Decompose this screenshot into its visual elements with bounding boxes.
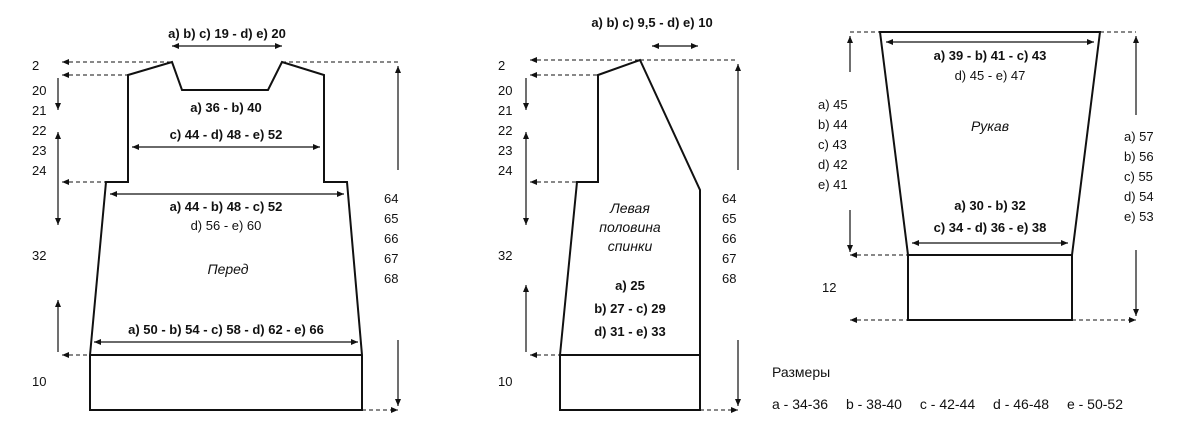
sleeve-left-e: e) 41 <box>818 177 848 192</box>
front-left-2: 2 <box>32 58 39 73</box>
back-title-2: половина <box>599 219 661 235</box>
back-width-bc: b) 27 - c) 29 <box>594 301 666 316</box>
front-shoulder-label-2: c) 44 - d) 48 - e) 52 <box>170 127 283 142</box>
back-width-de: d) 31 - e) 33 <box>594 324 666 339</box>
size-legend-item: a - 34-36 <box>772 396 829 412</box>
sleeve-right-c: c) 55 <box>1124 169 1153 184</box>
front-title: Перед <box>207 261 248 277</box>
front-left-22: 22 <box>32 123 46 138</box>
sleeve-bottom-label-2: c) 34 - d) 36 - e) 38 <box>934 220 1047 235</box>
front-hem-label: a) 50 - b) 54 - c) 58 - d) 62 - e) 66 <box>128 322 324 337</box>
front-piece: a) b) c) 19 - d) e) 20 a) 36 - b) 40 c) … <box>32 26 401 413</box>
back-right-67: 67 <box>722 251 736 266</box>
front-right-68: 68 <box>384 271 398 286</box>
back-left-2: 2 <box>498 58 505 73</box>
sleeve-left-b: b) 44 <box>818 117 848 132</box>
back-right-68: 68 <box>722 271 736 286</box>
back-right-66: 66 <box>722 231 736 246</box>
back-left-22: 22 <box>498 123 512 138</box>
back-left-21: 21 <box>498 103 512 118</box>
back-title-3: спинки <box>608 238 653 254</box>
sleeve-right-a: a) 57 <box>1124 129 1154 144</box>
front-left-23: 23 <box>32 143 46 158</box>
front-left-20: 20 <box>32 83 46 98</box>
sleeve-piece: a) 39 - b) 41 - c) 43 d) 45 - e) 47 Рука… <box>818 31 1154 323</box>
back-right-65: 65 <box>722 211 736 226</box>
sleeve-title: Рукав <box>971 118 1009 134</box>
sleeve-top-label-2: d) 45 - e) 47 <box>955 68 1026 83</box>
back-title-1: Левая <box>609 200 650 216</box>
size-legend: Размеры a - 34-36 b - 38-40 c - 42-44 d … <box>772 364 1137 412</box>
front-right-67: 67 <box>384 251 398 266</box>
front-left-32: 32 <box>32 248 46 263</box>
size-legend-item: d - 46-48 <box>993 396 1050 412</box>
front-outline <box>89 60 363 411</box>
front-chest-label-1: a) 44 - b) 48 - c) 52 <box>170 199 283 214</box>
front-left-10: 10 <box>32 374 46 389</box>
back-left-32: 32 <box>498 248 512 263</box>
back-left-20: 20 <box>498 83 512 98</box>
front-right-66: 66 <box>384 231 398 246</box>
size-legend-item: c - 42-44 <box>919 396 976 412</box>
back-piece: a) b) c) 9,5 - d) e) 10 Левая половина с… <box>498 15 741 413</box>
sleeve-top-label-1: a) 39 - b) 41 - c) 43 <box>934 48 1047 63</box>
front-neck-width-label: a) b) c) 19 - d) e) 20 <box>168 26 286 41</box>
front-left-24: 24 <box>32 163 46 178</box>
sleeve-right-e: e) 53 <box>1124 209 1154 224</box>
front-right-64: 64 <box>384 191 398 206</box>
back-left-23: 23 <box>498 143 512 158</box>
size-legend-item: e - 50-52 <box>1066 396 1123 412</box>
size-legend-title: Размеры <box>772 364 831 380</box>
sleeve-left-12: 12 <box>822 280 836 295</box>
back-left-24: 24 <box>498 163 512 178</box>
back-width-a: a) 25 <box>615 278 645 293</box>
front-chest-label-2: d) 56 - e) 60 <box>191 218 262 233</box>
front-shoulder-label-1: a) 36 - b) 40 <box>190 100 262 115</box>
size-legend-item: b - 38-40 <box>845 396 902 412</box>
size-legend-list: a - 34-36 b - 38-40 c - 42-44 d - 46-48 … <box>772 396 1137 412</box>
sleeve-left-c: c) 43 <box>818 137 847 152</box>
sleeve-left-d: d) 42 <box>818 157 848 172</box>
back-outline <box>559 58 701 411</box>
back-left-10: 10 <box>498 374 512 389</box>
sleeve-right-d: d) 54 <box>1124 189 1154 204</box>
sleeve-right-b: b) 56 <box>1124 149 1154 164</box>
sleeve-left-a: a) 45 <box>818 97 848 112</box>
back-right-64: 64 <box>722 191 736 206</box>
back-neck-width-label: a) b) c) 9,5 - d) e) 10 <box>591 15 712 30</box>
sleeve-bottom-label-1: a) 30 - b) 32 <box>954 198 1026 213</box>
front-right-65: 65 <box>384 211 398 226</box>
front-left-21: 21 <box>32 103 46 118</box>
